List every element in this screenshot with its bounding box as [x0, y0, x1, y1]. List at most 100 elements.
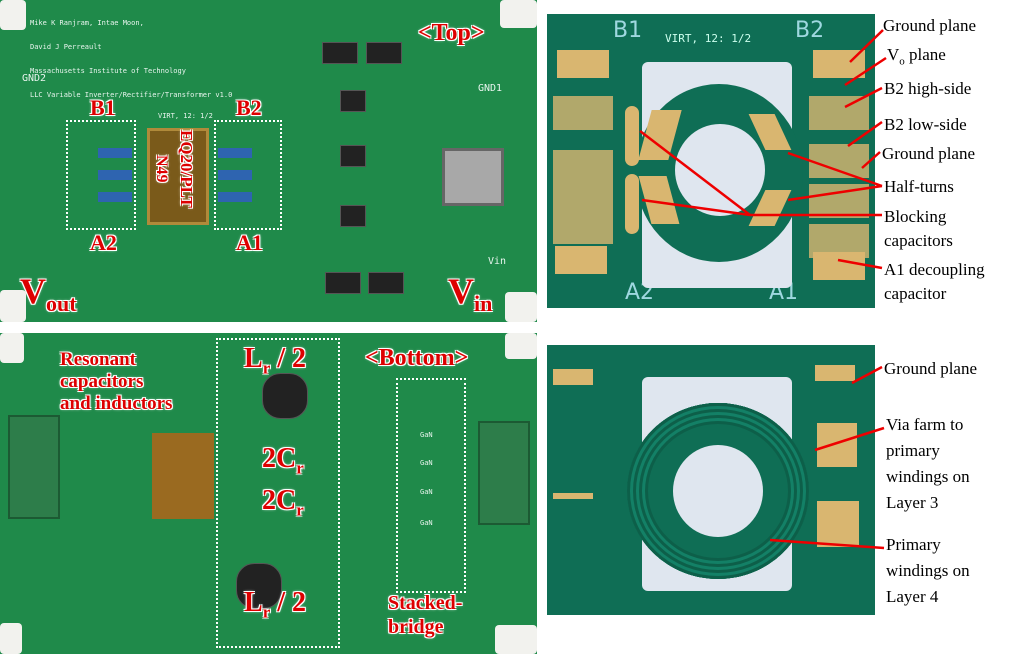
annotation-via-farm-3: windings on	[886, 467, 970, 486]
capacitor	[98, 170, 132, 180]
lr-symbol: L	[244, 343, 263, 374]
annotation-via-farm-1: Via farm to	[886, 415, 964, 434]
terminal-block	[478, 421, 530, 525]
leader-line	[844, 86, 883, 109]
b1-a2-region	[66, 120, 136, 230]
center-hole	[673, 445, 763, 537]
leader-line	[861, 151, 881, 169]
terminal-block	[8, 415, 60, 519]
vo-plane-text: plane	[909, 45, 946, 64]
b2-a1-region	[214, 120, 282, 230]
annotation-b2-low-side: B2 low-side	[884, 115, 967, 134]
ic	[340, 90, 366, 112]
annotation-b2-high-side: B2 high-side	[884, 79, 972, 98]
label-vin: Vin	[448, 270, 492, 317]
inductor	[236, 563, 282, 609]
capacitor	[218, 148, 252, 158]
pad	[809, 144, 869, 178]
standoff	[505, 292, 537, 322]
cr-subscript: r	[296, 458, 304, 478]
ic	[340, 145, 366, 167]
annotation-primary-3: Layer 4	[886, 587, 939, 606]
leader-line	[769, 538, 885, 550]
label-stacked-bridge: Stacked- bridge	[388, 591, 462, 639]
resonant-line: capacitors	[60, 371, 144, 392]
lr-divisor: / 2	[270, 343, 307, 374]
bottom-side-photo: GaN GaN GaN GaN Resonant capacitors and …	[0, 333, 537, 654]
inductor	[262, 373, 308, 419]
blocking-capacitor-pad	[625, 174, 639, 234]
ic	[366, 42, 402, 64]
via-row	[553, 493, 593, 499]
annotation-vo-plane: Vo plane	[887, 45, 946, 71]
label-b2: B2	[236, 95, 262, 120]
lr-subscript: r	[262, 358, 271, 378]
film-capacitor	[152, 433, 214, 519]
layer4-pad	[817, 501, 859, 547]
gan-label: GaN	[420, 519, 433, 527]
silk-line: Massachusetts Institute of Technology	[30, 67, 186, 75]
gnd2-label: GND2	[22, 73, 47, 84]
virt-silk: VIRT, 12: 1/2	[665, 32, 752, 45]
label-vout: Vout	[20, 270, 77, 317]
annotation-ground-plane-1: Ground plane	[883, 16, 977, 35]
label-a2: A2	[90, 230, 117, 255]
annotation-capacitors: capacitors	[884, 231, 953, 250]
cr-subscript: r	[296, 500, 304, 520]
leader-line	[639, 130, 751, 216]
ic	[325, 272, 361, 294]
pad	[809, 224, 869, 258]
label-bottom: <Bottom>	[365, 345, 469, 371]
lr-symbol: L	[244, 587, 263, 618]
vout-subscript: out	[46, 291, 77, 317]
resonant-line: Resonant	[60, 349, 137, 370]
gan-label: GaN	[420, 488, 433, 496]
standoff	[495, 625, 537, 654]
label-2cr-2: 2Cr	[262, 485, 304, 521]
stacked-line: bridge	[388, 616, 444, 638]
pad	[553, 96, 613, 130]
leader-line	[787, 151, 883, 188]
cr-symbol: 2C	[262, 485, 297, 516]
vo-symbol: V	[887, 45, 900, 64]
silk-line: Mike K Ranjram, Intae Moon,	[30, 19, 144, 27]
leader-line	[847, 120, 883, 148]
vout-symbol: V	[20, 271, 46, 311]
standoff	[0, 623, 22, 654]
virt-silk: VIRT, 12: 1/2	[158, 112, 213, 120]
input-inductor	[442, 148, 504, 206]
capacitor	[98, 192, 132, 202]
leader-line	[849, 29, 884, 63]
standoff	[0, 290, 26, 322]
label-a1: A1	[236, 230, 263, 255]
ic	[322, 42, 358, 64]
ic	[340, 205, 366, 227]
leader-line	[787, 184, 883, 202]
resonant-region	[216, 338, 340, 648]
gan-label: GaN	[420, 431, 433, 439]
leader-line	[837, 258, 883, 270]
label-resonant: Resonant capacitors and inductors	[60, 349, 172, 415]
annotation-blocking: Blocking	[884, 207, 947, 226]
annotation-primary-1: Primary	[886, 535, 941, 554]
via-farm-pad	[817, 423, 857, 467]
transformer-board-bottom	[547, 345, 875, 615]
vin-silk: Vin	[488, 256, 507, 267]
cr-symbol: 2C	[262, 443, 297, 474]
label-lr-top: Lr / 2	[244, 343, 306, 379]
blocking-capacitor-pad	[625, 106, 639, 166]
capacitor	[218, 170, 252, 180]
standoff	[0, 333, 24, 363]
top-side-photo: Mike K Ranjram, Intae Moon, David J Perr…	[0, 0, 537, 322]
annotation-half-turns: Half-turns	[884, 177, 954, 196]
gnd1-label: GND1	[478, 83, 503, 94]
vin-symbol: V	[448, 271, 474, 311]
stacked-bridge-region	[396, 378, 466, 593]
lr-divisor: / 2	[270, 587, 307, 618]
vo-subscript: o	[899, 55, 905, 68]
b2-silk: B2	[795, 18, 825, 43]
silk-line: LLC Variable Inverter/Rectifier/Transfor…	[30, 91, 233, 99]
resonant-line: and inductors	[60, 393, 173, 414]
label-2cr-1: 2Cr	[262, 443, 304, 479]
capacitor	[98, 148, 132, 158]
